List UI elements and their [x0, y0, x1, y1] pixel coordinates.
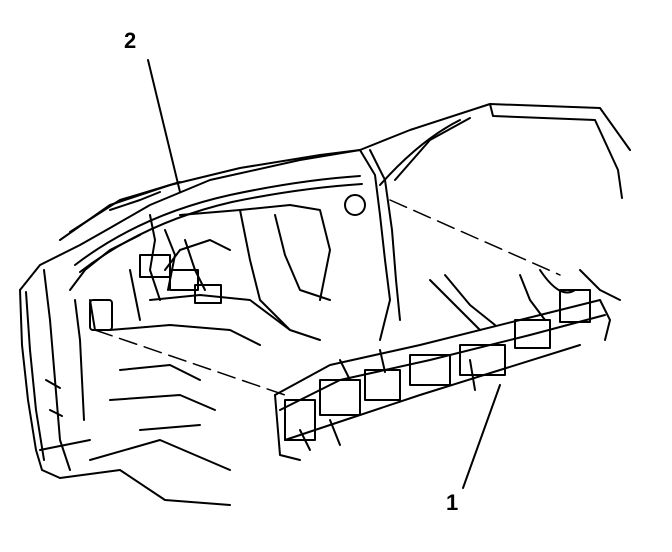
roof-header [59, 117, 471, 341]
roof-harness [74, 175, 366, 304]
seats-and-floor [109, 204, 331, 431]
callout-1: 1 [446, 490, 459, 515]
body-shell [19, 103, 631, 506]
leader-line-1 [462, 384, 501, 489]
leader-line-2 [147, 59, 181, 193]
reference-lines [94, 199, 561, 396]
callout-leaders [147, 59, 501, 489]
callout-2: 2 [124, 28, 137, 53]
instrument-panel-harness [274, 269, 621, 461]
